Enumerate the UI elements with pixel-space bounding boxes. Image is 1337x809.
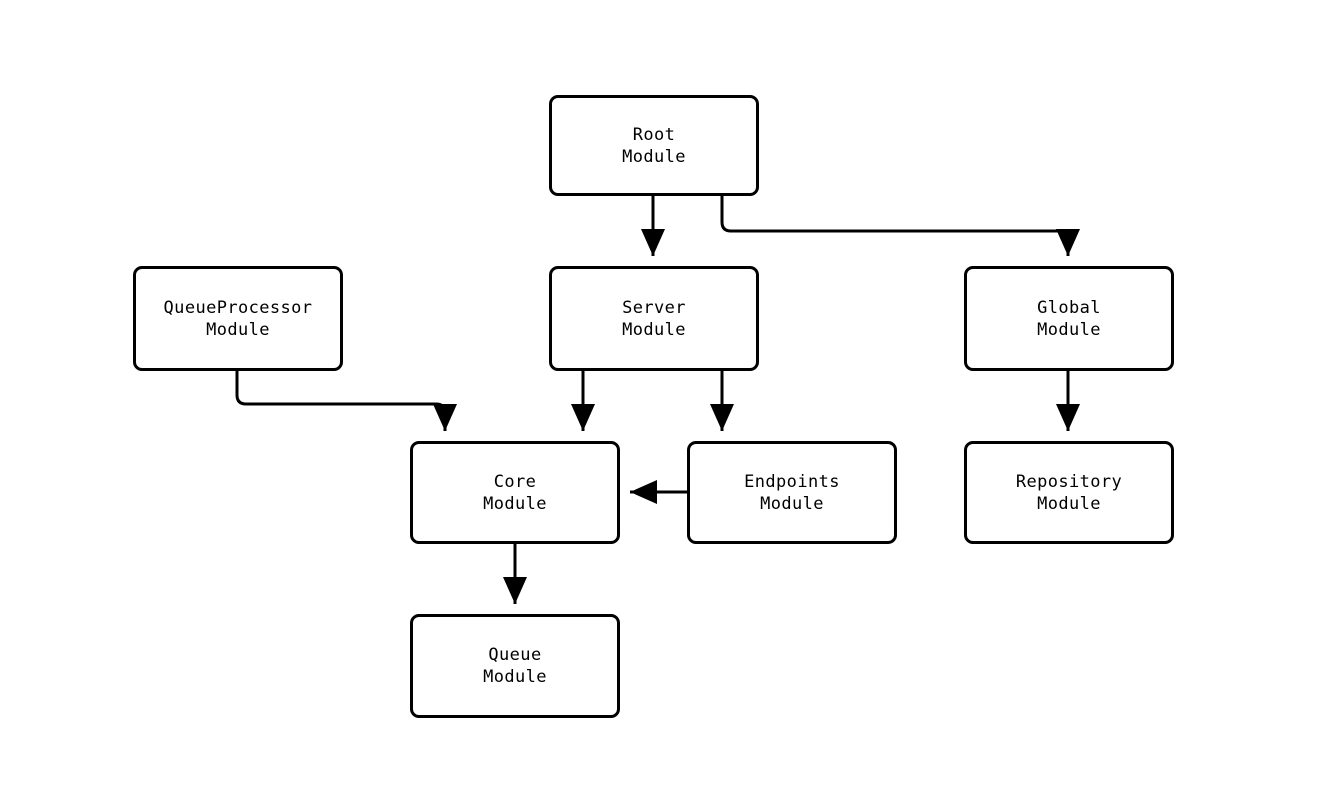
node-global-label-line1: Global xyxy=(1037,297,1101,318)
node-queue[interactable]: Queue Module xyxy=(410,614,620,718)
node-core-label-line2: Module xyxy=(483,493,547,514)
node-endpoints-label-line2: Module xyxy=(760,493,824,514)
edge-queueprocessor-core xyxy=(235,371,457,431)
node-core-label-line1: Core xyxy=(493,471,537,492)
node-queue-label-line2: Module xyxy=(483,667,547,687)
node-root[interactable]: Root Module xyxy=(549,95,759,196)
node-core[interactable]: Core Module xyxy=(410,441,620,544)
node-server[interactable]: Server Module xyxy=(549,266,759,371)
node-endpoints[interactable]: Endpoints Module xyxy=(687,441,897,544)
node-queueprocessor-label-line2: Module xyxy=(206,319,270,340)
node-repository[interactable]: Repository Module xyxy=(964,441,1174,544)
node-queue-label-line1: Queue xyxy=(488,645,542,665)
node-endpoints-label-line1: Endpoints xyxy=(744,471,840,492)
node-server-label-line2: Module xyxy=(622,319,686,340)
node-root-label-line1: Root xyxy=(632,124,676,145)
node-root-label-line2: Module xyxy=(622,146,686,167)
node-repository-label-line1: Repository xyxy=(1015,471,1123,492)
edge-root-global xyxy=(720,196,1080,256)
node-queueprocessor[interactable]: QueueProcessor Module xyxy=(133,266,343,371)
node-queueprocessor-label-line1: QueueProcessor xyxy=(163,297,313,318)
node-server-label-line1: Server xyxy=(622,297,686,318)
node-repository-label-line2: Module xyxy=(1037,493,1101,514)
edges-group xyxy=(235,196,1080,604)
node-global-label-line2: Module xyxy=(1037,319,1101,340)
node-global[interactable]: Global Module xyxy=(964,266,1174,371)
